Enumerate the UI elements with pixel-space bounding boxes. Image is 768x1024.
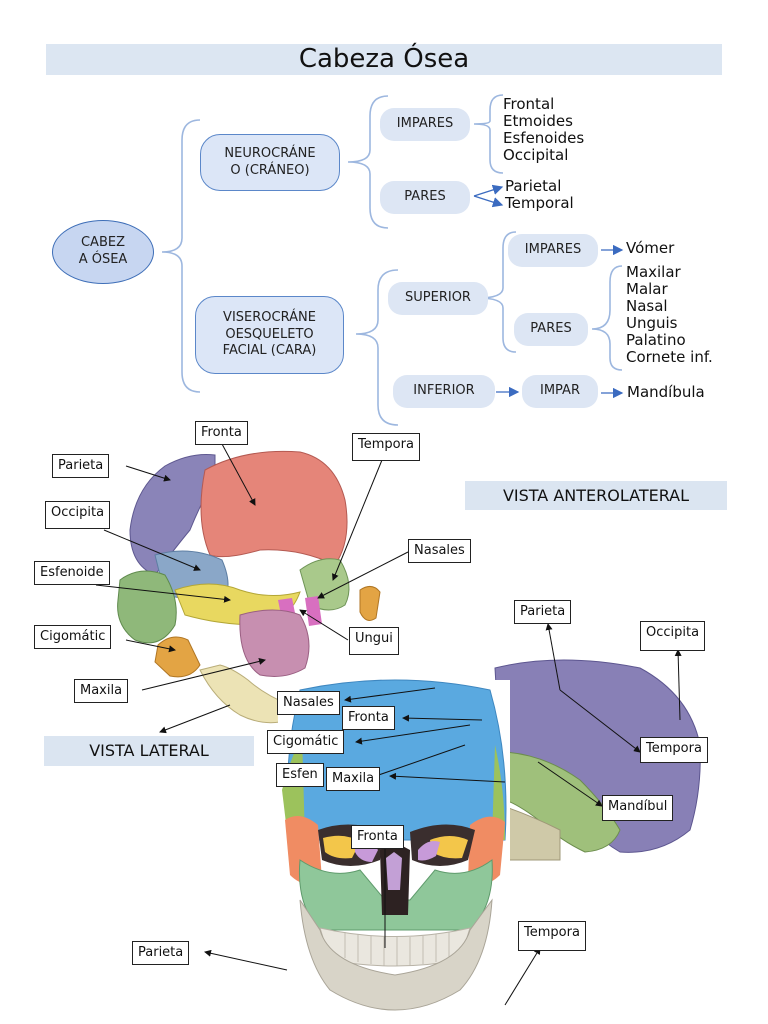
label-fronta: Fronta — [195, 421, 248, 445]
label-occipita: Occipita — [45, 501, 111, 529]
list-item: Unguis — [626, 314, 678, 332]
label-lateral-occipita: Occipita — [640, 621, 706, 651]
list-item: Vómer — [626, 239, 675, 257]
impar-node: IMPAR — [522, 375, 598, 408]
list-item: Mandíbula — [627, 383, 705, 401]
root-node: CABEZ A ÓSEA — [52, 220, 154, 284]
exploded-skull-illustration — [117, 450, 381, 724]
list-item: Malar — [626, 280, 668, 298]
vista-lateral-band: VISTA LATERAL — [44, 736, 254, 766]
label-front-tempora: Tempora — [518, 921, 586, 951]
label-lateral-parieta: Parieta — [514, 600, 572, 624]
label-ungui: Ungui — [349, 627, 399, 655]
title-band — [46, 44, 722, 75]
concept-brackets — [161, 94, 623, 426]
viscerocraneo-node: VISEROCRÁNE OESQUELETO FACIAL (CARA) — [195, 296, 344, 374]
list-item: Maxilar — [626, 263, 681, 281]
label-front-parieta: Parieta — [132, 941, 190, 965]
neurocraneo-node: NEUROCRÁNE O (CRÁNEO) — [200, 134, 340, 191]
neuro-impares-list: Frontal Etmoides Esfenoides Occipital — [503, 96, 584, 164]
superior-node: SUPERIOR — [388, 282, 488, 315]
list-item: Cornete inf. — [626, 348, 713, 366]
vista-anterolateral-band: VISTA ANTEROLATERAL — [465, 481, 727, 510]
label-front-maxila: Maxila — [326, 767, 381, 791]
label-front-nasales: Nasales — [277, 691, 340, 715]
label-front-fronta-lower: Fronta — [351, 825, 404, 849]
list-item: Nasal — [626, 297, 668, 315]
label-nasales: Nasales — [408, 539, 471, 563]
label-cigomatic: Cigomátic — [34, 625, 112, 649]
inferior-node: INFERIOR — [393, 375, 495, 408]
label-maxila: Maxila — [74, 679, 129, 703]
label-parieta: Parieta — [52, 454, 110, 478]
list-item: Etmoides — [503, 112, 573, 130]
list-item: Esfenoides — [503, 129, 585, 147]
neuro-pares-node: PARES — [380, 181, 470, 214]
list-item: Occipital — [503, 146, 569, 164]
label-lateral-mandibul: Mandíbul — [602, 795, 674, 821]
list-item: Frontal — [503, 95, 555, 113]
list-item: Parietal — [505, 177, 562, 195]
sup-impares-node: IMPARES — [508, 234, 598, 267]
page-title: Cabeza Ósea — [298, 44, 470, 74]
label-leaders — [95, 443, 682, 1006]
neuro-impares-node: IMPARES — [380, 108, 470, 141]
label-tempora: Tempora — [352, 433, 420, 461]
label-front-esfen: Esfen — [276, 763, 324, 787]
impar-item: Mandíbula — [627, 384, 705, 401]
label-front-cigomatic: Cigomátic — [267, 730, 345, 754]
label-lateral-tempora: Tempora — [640, 737, 708, 763]
label-front-fronta-upper: Fronta — [342, 706, 395, 730]
label-esfenoide: Esfenoide — [34, 561, 110, 585]
neuro-pares-list: Parietal Temporal — [505, 178, 574, 212]
sup-pares-list: Maxilar Malar Nasal Unguis Palatino Corn… — [626, 264, 713, 366]
sup-pares-node: PARES — [514, 313, 588, 346]
concept-arrows — [473, 184, 624, 399]
list-item: Temporal — [505, 194, 574, 212]
list-item: Palatino — [626, 331, 686, 349]
sup-impares-item: Vómer — [626, 240, 674, 257]
